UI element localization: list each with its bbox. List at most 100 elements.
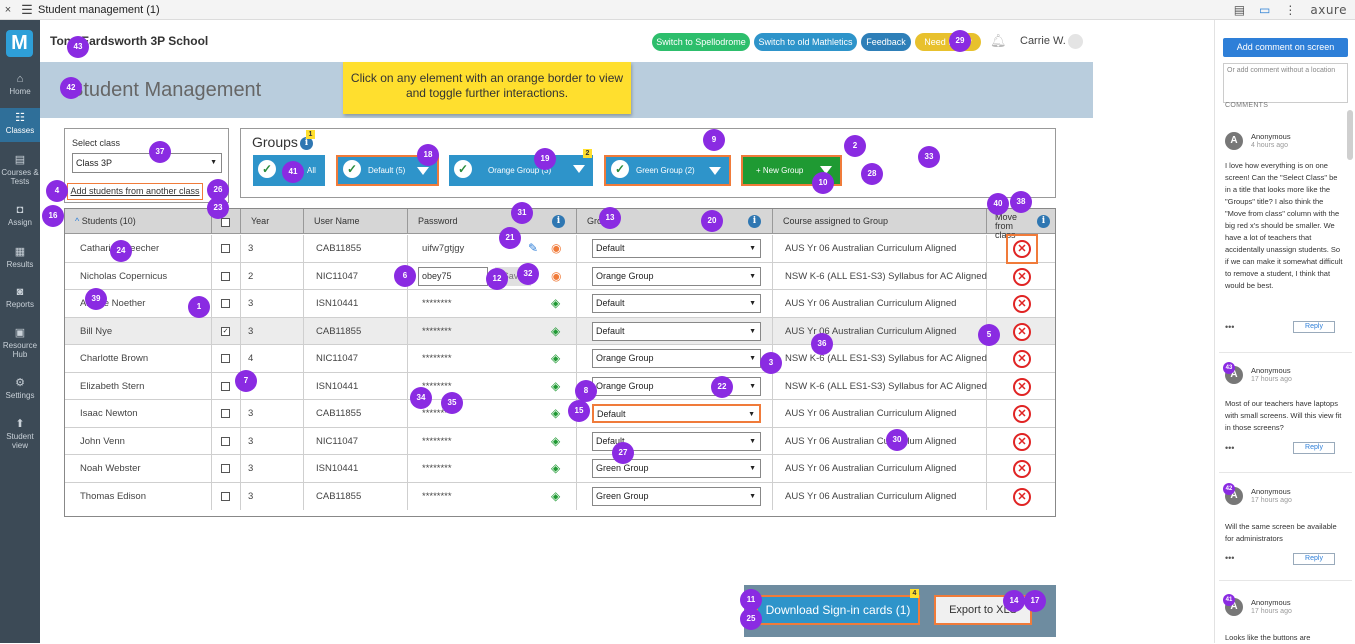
annotation-marker[interactable]: 15 xyxy=(568,400,590,422)
annotation-marker[interactable]: 18 xyxy=(417,144,439,166)
remove-student-icon[interactable]: ✕ xyxy=(1013,350,1031,368)
annotation-marker[interactable]: 9 xyxy=(703,129,725,151)
comment-pin[interactable]: 42 xyxy=(1223,483,1235,495)
eye-hidden-icon[interactable]: ◈ xyxy=(551,351,561,365)
row-checkbox[interactable] xyxy=(221,491,230,501)
comment-input[interactable]: Or add comment without a location xyxy=(1223,63,1348,103)
remove-student-icon[interactable]: ✕ xyxy=(1013,432,1031,451)
annotation-marker[interactable]: 5 xyxy=(978,324,1000,346)
annotation-marker[interactable]: 21 xyxy=(499,227,521,249)
more-icon[interactable]: ••• xyxy=(1225,553,1235,563)
annotation-marker[interactable]: 35 xyxy=(441,392,463,414)
nav-student-view[interactable]: ⬆Student view xyxy=(6,418,34,450)
annotation-marker[interactable]: 16 xyxy=(42,205,64,227)
close-icon[interactable]: × xyxy=(4,3,12,16)
annotation-marker[interactable]: 36 xyxy=(811,333,833,355)
comments-icon[interactable]: ▭ xyxy=(1259,3,1271,17)
add-students-link[interactable]: Add students from another class xyxy=(67,183,203,200)
row-checkbox[interactable] xyxy=(221,464,230,473)
annotation-marker[interactable]: 28 xyxy=(861,163,883,185)
class-select[interactable]: Class 3P▼ xyxy=(72,153,222,173)
group-select[interactable]: Default▼ xyxy=(592,239,761,258)
remove-student-icon[interactable]: ✕ xyxy=(1013,322,1031,341)
annotation-marker[interactable]: 8 xyxy=(575,380,597,402)
annotation-marker[interactable]: 23 xyxy=(207,197,229,219)
row-checkbox[interactable] xyxy=(221,381,230,391)
remove-student-icon[interactable]: ✕ xyxy=(1013,377,1031,396)
annotation-marker[interactable]: 3 xyxy=(760,352,782,374)
annotation-marker[interactable]: 41 xyxy=(282,161,304,183)
annotation-marker[interactable]: 4 xyxy=(46,180,68,202)
more-icon[interactable]: ••• xyxy=(1225,322,1235,332)
nav-resource-hub[interactable]: ▣Resource Hub xyxy=(2,327,38,359)
select-all-checkbox[interactable] xyxy=(221,218,230,227)
eye-icon[interactable]: ◉ xyxy=(551,268,562,283)
annotation-marker[interactable]: 43 xyxy=(67,36,89,58)
annotation-marker[interactable]: 39 xyxy=(85,288,107,310)
annotation-marker[interactable]: 31 xyxy=(511,202,533,224)
row-checkbox[interactable] xyxy=(221,354,230,363)
remove-student-icon[interactable]: ✕ xyxy=(1013,240,1031,258)
annotation-marker[interactable]: 13 xyxy=(599,207,621,229)
annotation-marker[interactable]: 19 xyxy=(534,148,556,170)
comment-pin[interactable]: 43 xyxy=(1223,362,1235,374)
reply-button[interactable]: Reply xyxy=(1293,321,1335,333)
remove-student-icon[interactable]: ✕ xyxy=(1013,405,1031,423)
pencil-icon[interactable]: ✎ xyxy=(528,241,539,255)
annotation-marker[interactable]: 6 xyxy=(394,265,416,287)
nav-classes[interactable]: ☷Classes xyxy=(0,108,40,142)
reply-button[interactable]: Reply xyxy=(1293,442,1335,454)
user-name[interactable]: Carrie W. xyxy=(1020,35,1066,47)
nav-courses-tests[interactable]: ▤Courses & Tests xyxy=(1,154,39,186)
group-green-button[interactable]: ✓ Green Group (2) xyxy=(604,155,731,186)
annotation-marker[interactable]: 27 xyxy=(612,442,634,464)
feedback-button[interactable]: Feedback xyxy=(861,33,911,51)
group-select[interactable]: Default▼ xyxy=(592,431,761,451)
reply-button[interactable]: Reply xyxy=(1293,553,1335,565)
annotation-marker[interactable]: 1 xyxy=(188,296,210,318)
annotation-marker[interactable]: 42 xyxy=(60,77,82,99)
group-select[interactable]: Green Group▼ xyxy=(592,486,761,506)
bell-icon[interactable]: 🔔︎ xyxy=(990,33,1007,48)
info-icon[interactable]: i xyxy=(300,137,313,150)
group-select[interactable]: Default▼ xyxy=(592,321,761,341)
annotation-marker[interactable]: 20 xyxy=(701,210,723,232)
annotation-marker[interactable]: 40 xyxy=(987,193,1009,215)
row-checkbox[interactable] xyxy=(221,436,230,446)
annotation-marker[interactable]: 33 xyxy=(918,146,940,168)
nav-home[interactable]: ⌂Home xyxy=(9,73,31,96)
group-select[interactable]: Orange Group▼ xyxy=(592,349,761,368)
switch-spellodrome-button[interactable]: Switch to Spellodrome xyxy=(652,33,750,51)
group-default-button[interactable]: ✓ Default (5) xyxy=(336,155,439,186)
remove-student-icon[interactable]: ✕ xyxy=(1013,295,1031,313)
eye-hidden-icon[interactable]: ◈ xyxy=(551,296,561,310)
eye-hidden-icon[interactable]: ◈ xyxy=(551,323,561,338)
info-icon[interactable]: i xyxy=(552,215,565,228)
comment-pin[interactable]: 41 xyxy=(1223,594,1235,606)
remove-student-icon[interactable]: ✕ xyxy=(1013,267,1031,286)
remove-student-icon[interactable]: ✕ xyxy=(1013,460,1031,478)
row-checkbox[interactable] xyxy=(221,244,230,253)
annotation-marker[interactable]: 12 xyxy=(486,268,508,290)
info-icon[interactable]: i xyxy=(1037,215,1050,228)
annotation-marker[interactable]: 38 xyxy=(1010,191,1032,213)
password-input[interactable]: obey75 xyxy=(418,266,488,286)
group-select[interactable]: Orange Group▼ xyxy=(592,266,761,286)
avatar[interactable] xyxy=(1068,34,1083,49)
annotation-marker[interactable]: 7 xyxy=(235,370,257,392)
row-checkbox-checked[interactable]: ✓ xyxy=(221,326,230,336)
notes-icon[interactable]: ▤ xyxy=(1233,3,1246,17)
remove-student-icon[interactable]: ✕ xyxy=(1013,487,1031,506)
annotation-marker[interactable]: 29 xyxy=(949,30,971,52)
group-select[interactable]: Default▼ xyxy=(592,294,761,313)
annotation-marker[interactable]: 14 xyxy=(1003,590,1025,612)
nav-assign[interactable]: ◘Assign xyxy=(7,204,32,227)
annotation-marker[interactable]: 17 xyxy=(1024,590,1046,612)
switch-old-mathletics-button[interactable]: Switch to old Mathletics xyxy=(754,33,857,51)
nav-settings[interactable]: ⚙Settings xyxy=(5,377,35,400)
annotation-marker[interactable]: 32 xyxy=(517,263,539,285)
row-checkbox[interactable] xyxy=(221,299,230,308)
row-checkbox[interactable] xyxy=(221,271,230,281)
add-comment-button[interactable]: Add comment on screen xyxy=(1223,38,1348,57)
annotation-marker[interactable]: 22 xyxy=(711,376,733,398)
